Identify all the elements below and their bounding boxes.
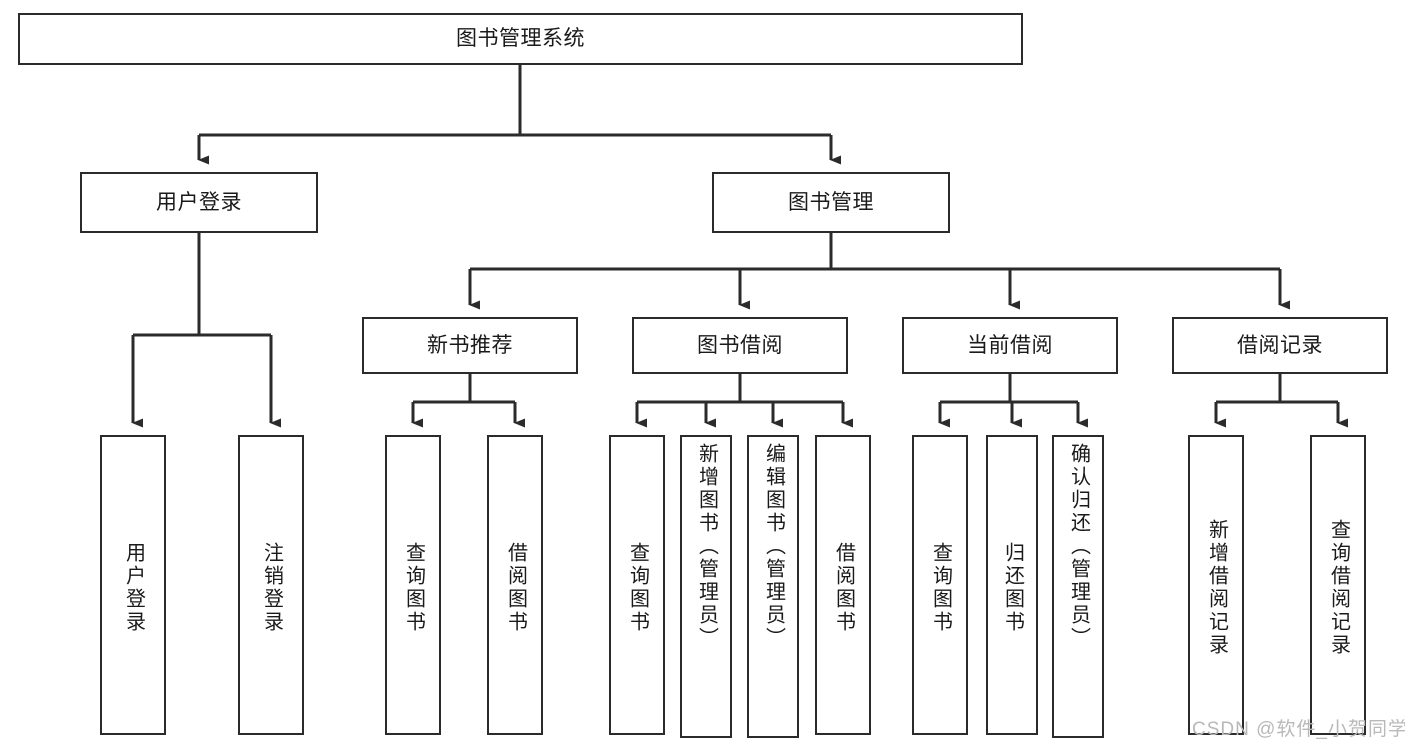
node-borrow-record[interactable]: 借阅记录 — [1172, 317, 1388, 374]
node-leaf-user-logout-label: 注销登录 — [260, 542, 283, 634]
node-leaf-return-book[interactable]: 归还图书 — [986, 435, 1038, 735]
node-book-borrow[interactable]: 图书借阅 — [632, 317, 848, 374]
node-book-manage-label: 图书管理 — [788, 190, 874, 214]
node-leaf-query-book-cur[interactable]: 查询图书 — [912, 435, 968, 735]
node-book-manage[interactable]: 图书管理 — [712, 172, 950, 233]
node-leaf-edit-book-label: 编辑图书（管理员） — [762, 443, 785, 650]
node-new-book-rec-label: 新书推荐 — [427, 333, 513, 357]
node-leaf-query-record[interactable]: 查询借阅记录 — [1310, 435, 1366, 735]
node-leaf-query-book-cur-label: 查询图书 — [929, 542, 952, 634]
node-user-login-label: 用户登录 — [156, 190, 242, 214]
node-current-borrow[interactable]: 当前借阅 — [902, 317, 1118, 374]
node-leaf-query-book-borrow[interactable]: 查询图书 — [609, 435, 665, 735]
node-root-label: 图书管理系统 — [456, 27, 585, 51]
node-leaf-add-book-label: 新增图书（管理员） — [695, 443, 718, 650]
node-leaf-add-record-label: 新增借阅记录 — [1205, 519, 1228, 657]
node-root[interactable]: 图书管理系统 — [18, 13, 1023, 65]
node-new-book-rec[interactable]: 新书推荐 — [362, 317, 578, 374]
node-leaf-query-record-label: 查询借阅记录 — [1327, 519, 1350, 657]
node-leaf-borrow-book-rec[interactable]: 借阅图书 — [487, 435, 543, 735]
node-leaf-query-book-borrow-label: 查询图书 — [626, 542, 649, 634]
node-borrow-record-label: 借阅记录 — [1237, 333, 1323, 357]
node-leaf-borrow-book-rec-label: 借阅图书 — [504, 542, 527, 634]
node-leaf-confirm-return[interactable]: 确认归还（管理员） — [1052, 435, 1104, 738]
node-leaf-borrow-book[interactable]: 借阅图书 — [815, 435, 871, 735]
node-user-login[interactable]: 用户登录 — [80, 172, 318, 233]
node-leaf-user-login[interactable]: 用户登录 — [100, 435, 166, 735]
node-leaf-add-book[interactable]: 新增图书（管理员） — [680, 435, 732, 738]
node-leaf-query-book-rec-label: 查询图书 — [402, 542, 425, 634]
node-leaf-user-logout[interactable]: 注销登录 — [238, 435, 304, 735]
node-current-borrow-label: 当前借阅 — [967, 333, 1053, 357]
node-leaf-edit-book[interactable]: 编辑图书（管理员） — [747, 435, 799, 738]
node-leaf-user-login-label: 用户登录 — [122, 542, 145, 634]
node-leaf-borrow-book-label: 借阅图书 — [832, 542, 855, 634]
node-leaf-add-record[interactable]: 新增借阅记录 — [1188, 435, 1244, 735]
node-leaf-query-book-rec[interactable]: 查询图书 — [385, 435, 441, 735]
node-book-borrow-label: 图书借阅 — [697, 333, 783, 357]
node-leaf-confirm-return-label: 确认归还（管理员） — [1067, 443, 1090, 650]
node-leaf-return-book-label: 归还图书 — [1001, 542, 1024, 634]
